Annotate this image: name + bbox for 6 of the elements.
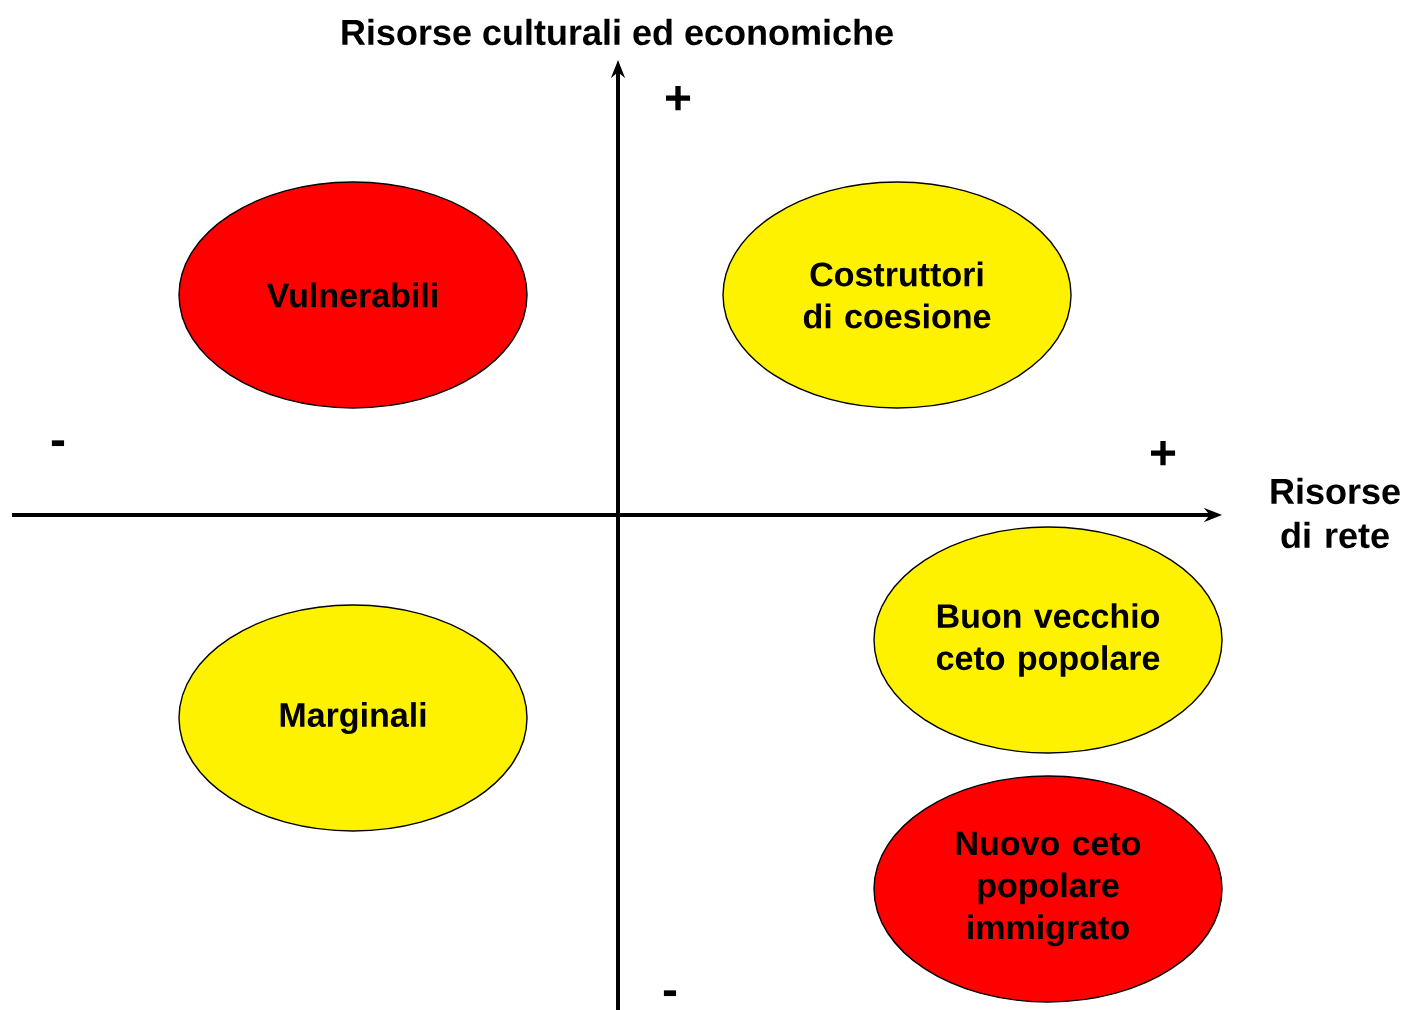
plus-sign: +	[1151, 440, 1176, 466]
plus-sign: +	[666, 85, 691, 111]
axis-title: Risorse culturali ed economiche	[342, 18, 893, 46]
minus-sign: -	[51, 440, 65, 447]
axis-title: Risorse di rete	[1271, 477, 1400, 549]
minus-sign: -	[663, 990, 677, 997]
